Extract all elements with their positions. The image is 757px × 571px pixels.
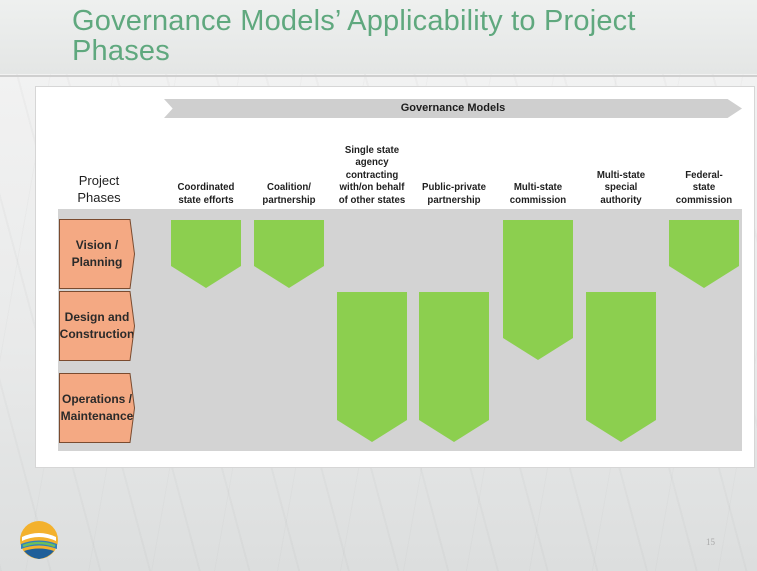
page-number: 15 bbox=[706, 537, 715, 547]
model-header-4: Public-private partnership bbox=[422, 181, 486, 206]
model-header-1: Coordinated state efforts bbox=[177, 181, 235, 206]
applicability-bar-5 bbox=[503, 220, 573, 360]
model-header-6: Multi-state special authority bbox=[596, 168, 646, 206]
phase-label-1: Vision / Planning bbox=[71, 238, 123, 269]
applicability-bar-3 bbox=[337, 292, 407, 442]
phase-label-3: Operations / Maintenance bbox=[60, 392, 134, 423]
phase-3: Operations / Maintenance bbox=[60, 374, 134, 442]
governance-models-banner: Governance Models bbox=[164, 99, 742, 118]
model-header-2: Coalition/ partnership bbox=[262, 181, 316, 206]
project-phases-header: Project Phases bbox=[77, 173, 121, 205]
phase-label-2: Design and Construction bbox=[59, 310, 135, 341]
title-band bbox=[0, 0, 757, 74]
applicability-bar-6 bbox=[586, 292, 656, 442]
phase-1: Vision / Planning bbox=[60, 220, 134, 288]
wave-logo-icon bbox=[20, 521, 58, 559]
slide-title: Governance Models’ Applicability to Proj… bbox=[72, 5, 636, 67]
phase-2: Design and Construction bbox=[60, 292, 134, 360]
model-header-3: Single state agency contracting with/on … bbox=[338, 143, 406, 206]
title-divider bbox=[0, 75, 757, 77]
applicability-bar-4 bbox=[419, 292, 489, 442]
model-header-7: Federal- state commission bbox=[675, 168, 733, 206]
model-header-5: Multi-state commission bbox=[509, 181, 567, 206]
governance-models-label: Governance Models bbox=[400, 102, 506, 114]
